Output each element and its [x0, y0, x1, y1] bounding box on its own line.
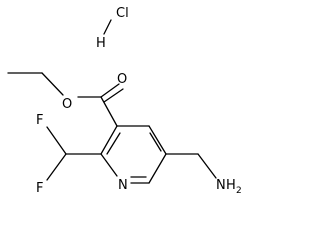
bond-c2-c3: [100, 125, 118, 155]
bond-carbonyl-c-o2: [103, 88, 124, 103]
atom-cl: Cl: [116, 6, 129, 21]
bond-ch2-o: [41, 72, 64, 96]
aminomethyl-group: N H 2: [165, 153, 242, 196]
pyridine-ring: N: [100, 125, 167, 193]
bond-ch2-n: [197, 153, 217, 179]
hydrochloride: Cl H: [96, 6, 129, 51]
bond-c2-c3-inner: [106, 132, 121, 155]
bond-cf2-f-upper: [46, 126, 67, 155]
bond-h-cl: [103, 19, 112, 35]
atom-o-carbonyl: O: [117, 72, 127, 87]
bond-c5-c6: [148, 153, 167, 184]
bond-n-c2: [100, 153, 118, 177]
atom-amine-h: H: [226, 178, 236, 193]
atom-f-lower: F: [36, 181, 43, 196]
bond-cf2-f-lower: [46, 153, 67, 181]
atom-h-hcl: H: [96, 36, 106, 51]
bond-carbonyl-c-ring: [100, 96, 118, 127]
atom-f-upper: F: [36, 113, 43, 128]
difluoromethyl-group: F F: [36, 113, 102, 196]
chemical-structure: Cl H O O N F F N H: [7, 6, 242, 196]
atom-amine-subscript: 2: [236, 186, 242, 196]
atom-n-ring: N: [118, 178, 128, 193]
bond-c4-c5-inner: [149, 132, 162, 152]
bond-c4-c5: [148, 125, 167, 155]
atom-amine-n: N: [216, 178, 226, 193]
ethyl-ester-group: O O: [7, 72, 127, 127]
atom-o-ester: O: [62, 97, 72, 112]
bond-carbonyl-c-o1: [100, 83, 120, 98]
